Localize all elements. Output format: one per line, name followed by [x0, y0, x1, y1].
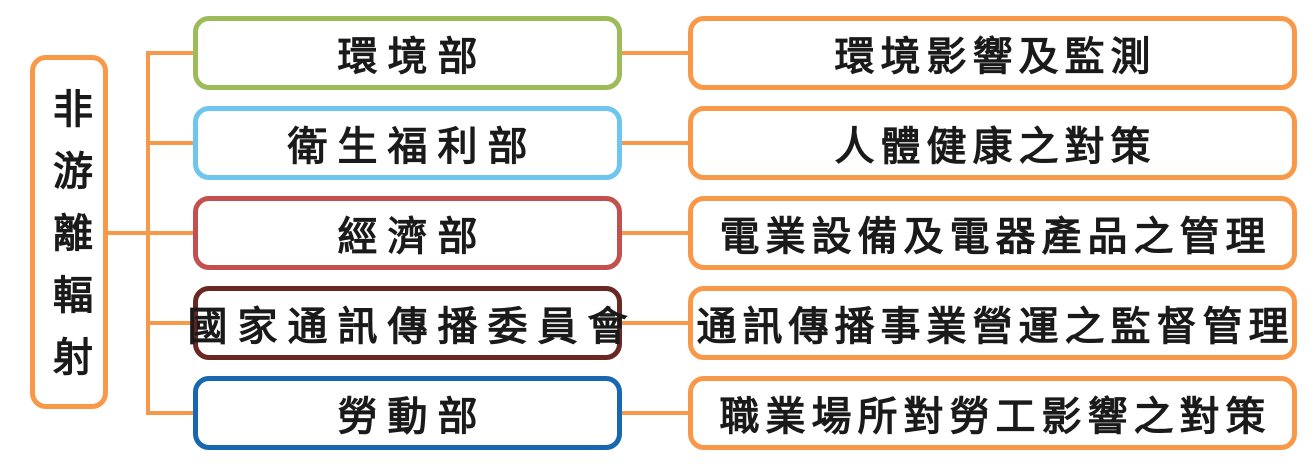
responsibility-box-health-welfare: 人體健康之對策: [688, 106, 1297, 180]
connector-link-row5: [618, 411, 690, 415]
connector-root-to-trunk: [105, 231, 148, 235]
agency-box-economic-affairs: 經濟部: [193, 196, 622, 270]
connector-link-row1: [618, 51, 690, 55]
connector-branch-row1: [148, 51, 194, 55]
responsibility-label: 人體健康之對策: [834, 124, 1157, 169]
connector-branch-row3: [148, 231, 194, 235]
agency-label: 衛生福利部: [287, 124, 538, 169]
responsibility-label: 環境影響及監測: [834, 34, 1157, 79]
root-node-box: 非游離輻射: [30, 55, 108, 409]
responsibility-box-environment: 環境影響及監測: [688, 16, 1297, 90]
responsibility-box-labor: 職業場所對勞工影響之對策: [688, 376, 1297, 450]
connector-branch-row4: [148, 321, 194, 325]
connector-link-row2: [618, 141, 690, 145]
agency-label: 經濟部: [337, 214, 488, 259]
connector-link-row3: [618, 231, 690, 235]
connector-link-row4: [618, 321, 690, 325]
agency-label: 勞動部: [337, 394, 488, 439]
connector-branch-row2: [148, 141, 194, 145]
responsibility-label: 電業設備及電器產品之管理: [719, 214, 1272, 259]
responsibility-box-economic-affairs: 電業設備及電器產品之管理: [688, 196, 1297, 270]
agency-box-environment: 環境部: [193, 16, 622, 90]
agency-label: 環境部: [337, 34, 488, 79]
connector-branch-row5: [148, 411, 194, 415]
responsibility-box-ncc: 通訊傳播事業營運之監督管理: [688, 286, 1297, 360]
root-node-label: 非游離輻射: [47, 88, 92, 398]
responsibility-label: 通訊傳播事業營運之監督管理: [696, 304, 1295, 349]
agency-box-labor: 勞動部: [193, 376, 622, 450]
agency-box-health-welfare: 衛生福利部: [193, 106, 622, 180]
agency-box-ncc: 國家通訊傳播委員會: [188, 286, 628, 360]
responsibility-label: 職業場所對勞工影響之對策: [719, 394, 1272, 439]
agency-label: 國家通訊傳播委員會: [187, 304, 638, 349]
